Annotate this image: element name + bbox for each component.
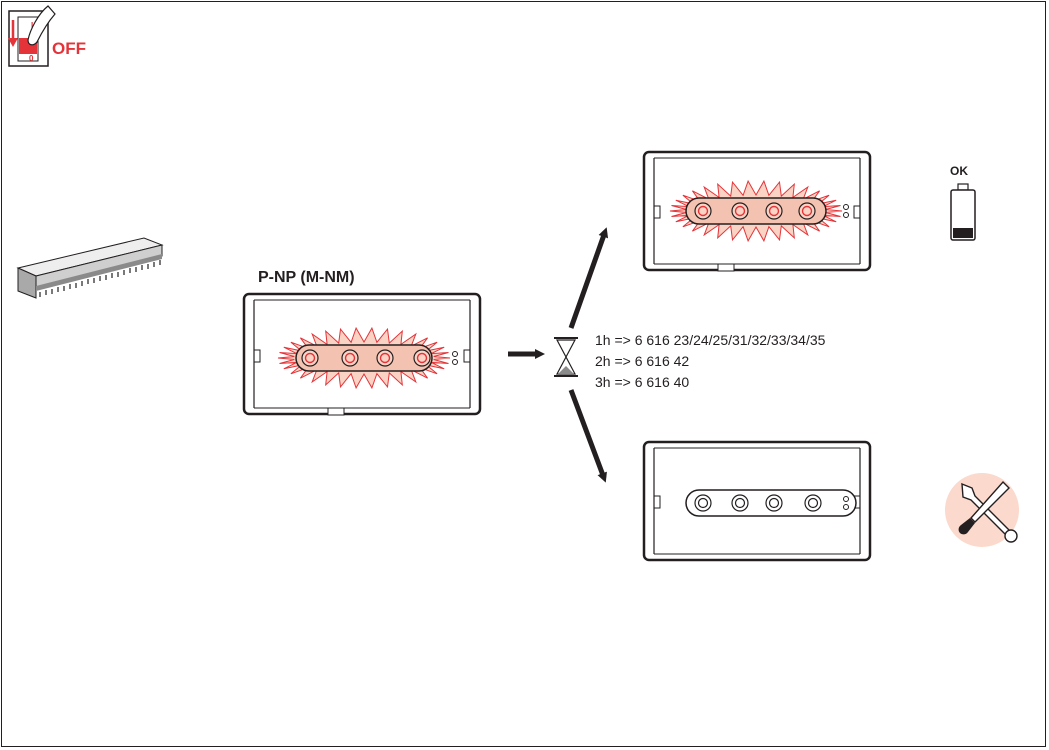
hourglass-icon	[554, 337, 578, 377]
status-ok-label: OK	[950, 164, 968, 178]
battery-low-icon	[950, 183, 976, 241]
power-switch-icon: I 0	[8, 5, 56, 67]
terminal-block-icon	[16, 237, 164, 299]
power-state-label: OFF	[52, 39, 86, 58]
timing-line: 1h => 6 616 23/24/25/31/32/33/34/35	[595, 332, 826, 348]
switch-on-mark: I	[31, 21, 33, 30]
device-panel-ok	[642, 150, 872, 272]
device-model-label: P-NP (M-NM)	[258, 269, 355, 286]
switch-off-mark: 0	[29, 54, 34, 63]
led-row	[301, 349, 431, 367]
timing-line: 2h => 6 616 42	[595, 353, 690, 369]
timing-list: 1h => 6 616 23/24/25/31/32/33/34/35 2h =…	[595, 330, 825, 393]
device-panel-fault	[642, 440, 872, 562]
led-row-off	[694, 494, 822, 512]
arrow-to-ok	[568, 227, 609, 329]
device-panel-center	[242, 292, 482, 416]
led-row	[694, 202, 816, 220]
arrow-to-fault	[568, 389, 607, 483]
timing-line: 3h => 6 616 40	[595, 374, 690, 390]
tools-icon	[945, 473, 1019, 547]
